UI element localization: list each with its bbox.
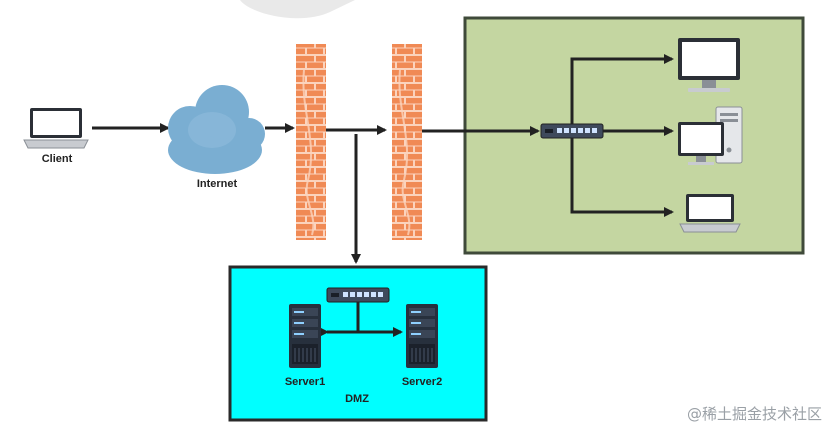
monitor-icon [678, 38, 740, 92]
switch-icon [540, 123, 604, 139]
server1-label: Server1 [284, 376, 326, 388]
laptop-icon [679, 194, 741, 233]
internal-network-zone [463, 16, 805, 255]
arrow-switch-monitor [570, 54, 674, 124]
firewall-icon [392, 44, 422, 240]
decorative-shape [240, 0, 355, 19]
watermark: @稀土掘金技术社区 [686, 405, 822, 423]
cloud-icon [168, 85, 265, 174]
firewall-icon [296, 44, 326, 240]
laptop-icon [23, 108, 89, 149]
client-label: Client [41, 153, 73, 165]
internet-label: Internet [196, 178, 238, 190]
arrow-switch-laptop [570, 138, 674, 217]
server-icon [406, 304, 438, 368]
server-icon [289, 304, 321, 368]
desktop-pc-icon [678, 106, 743, 165]
switch-icon [326, 287, 390, 303]
dmz-label: DMZ [345, 393, 369, 405]
server2-label: Server2 [401, 376, 443, 388]
